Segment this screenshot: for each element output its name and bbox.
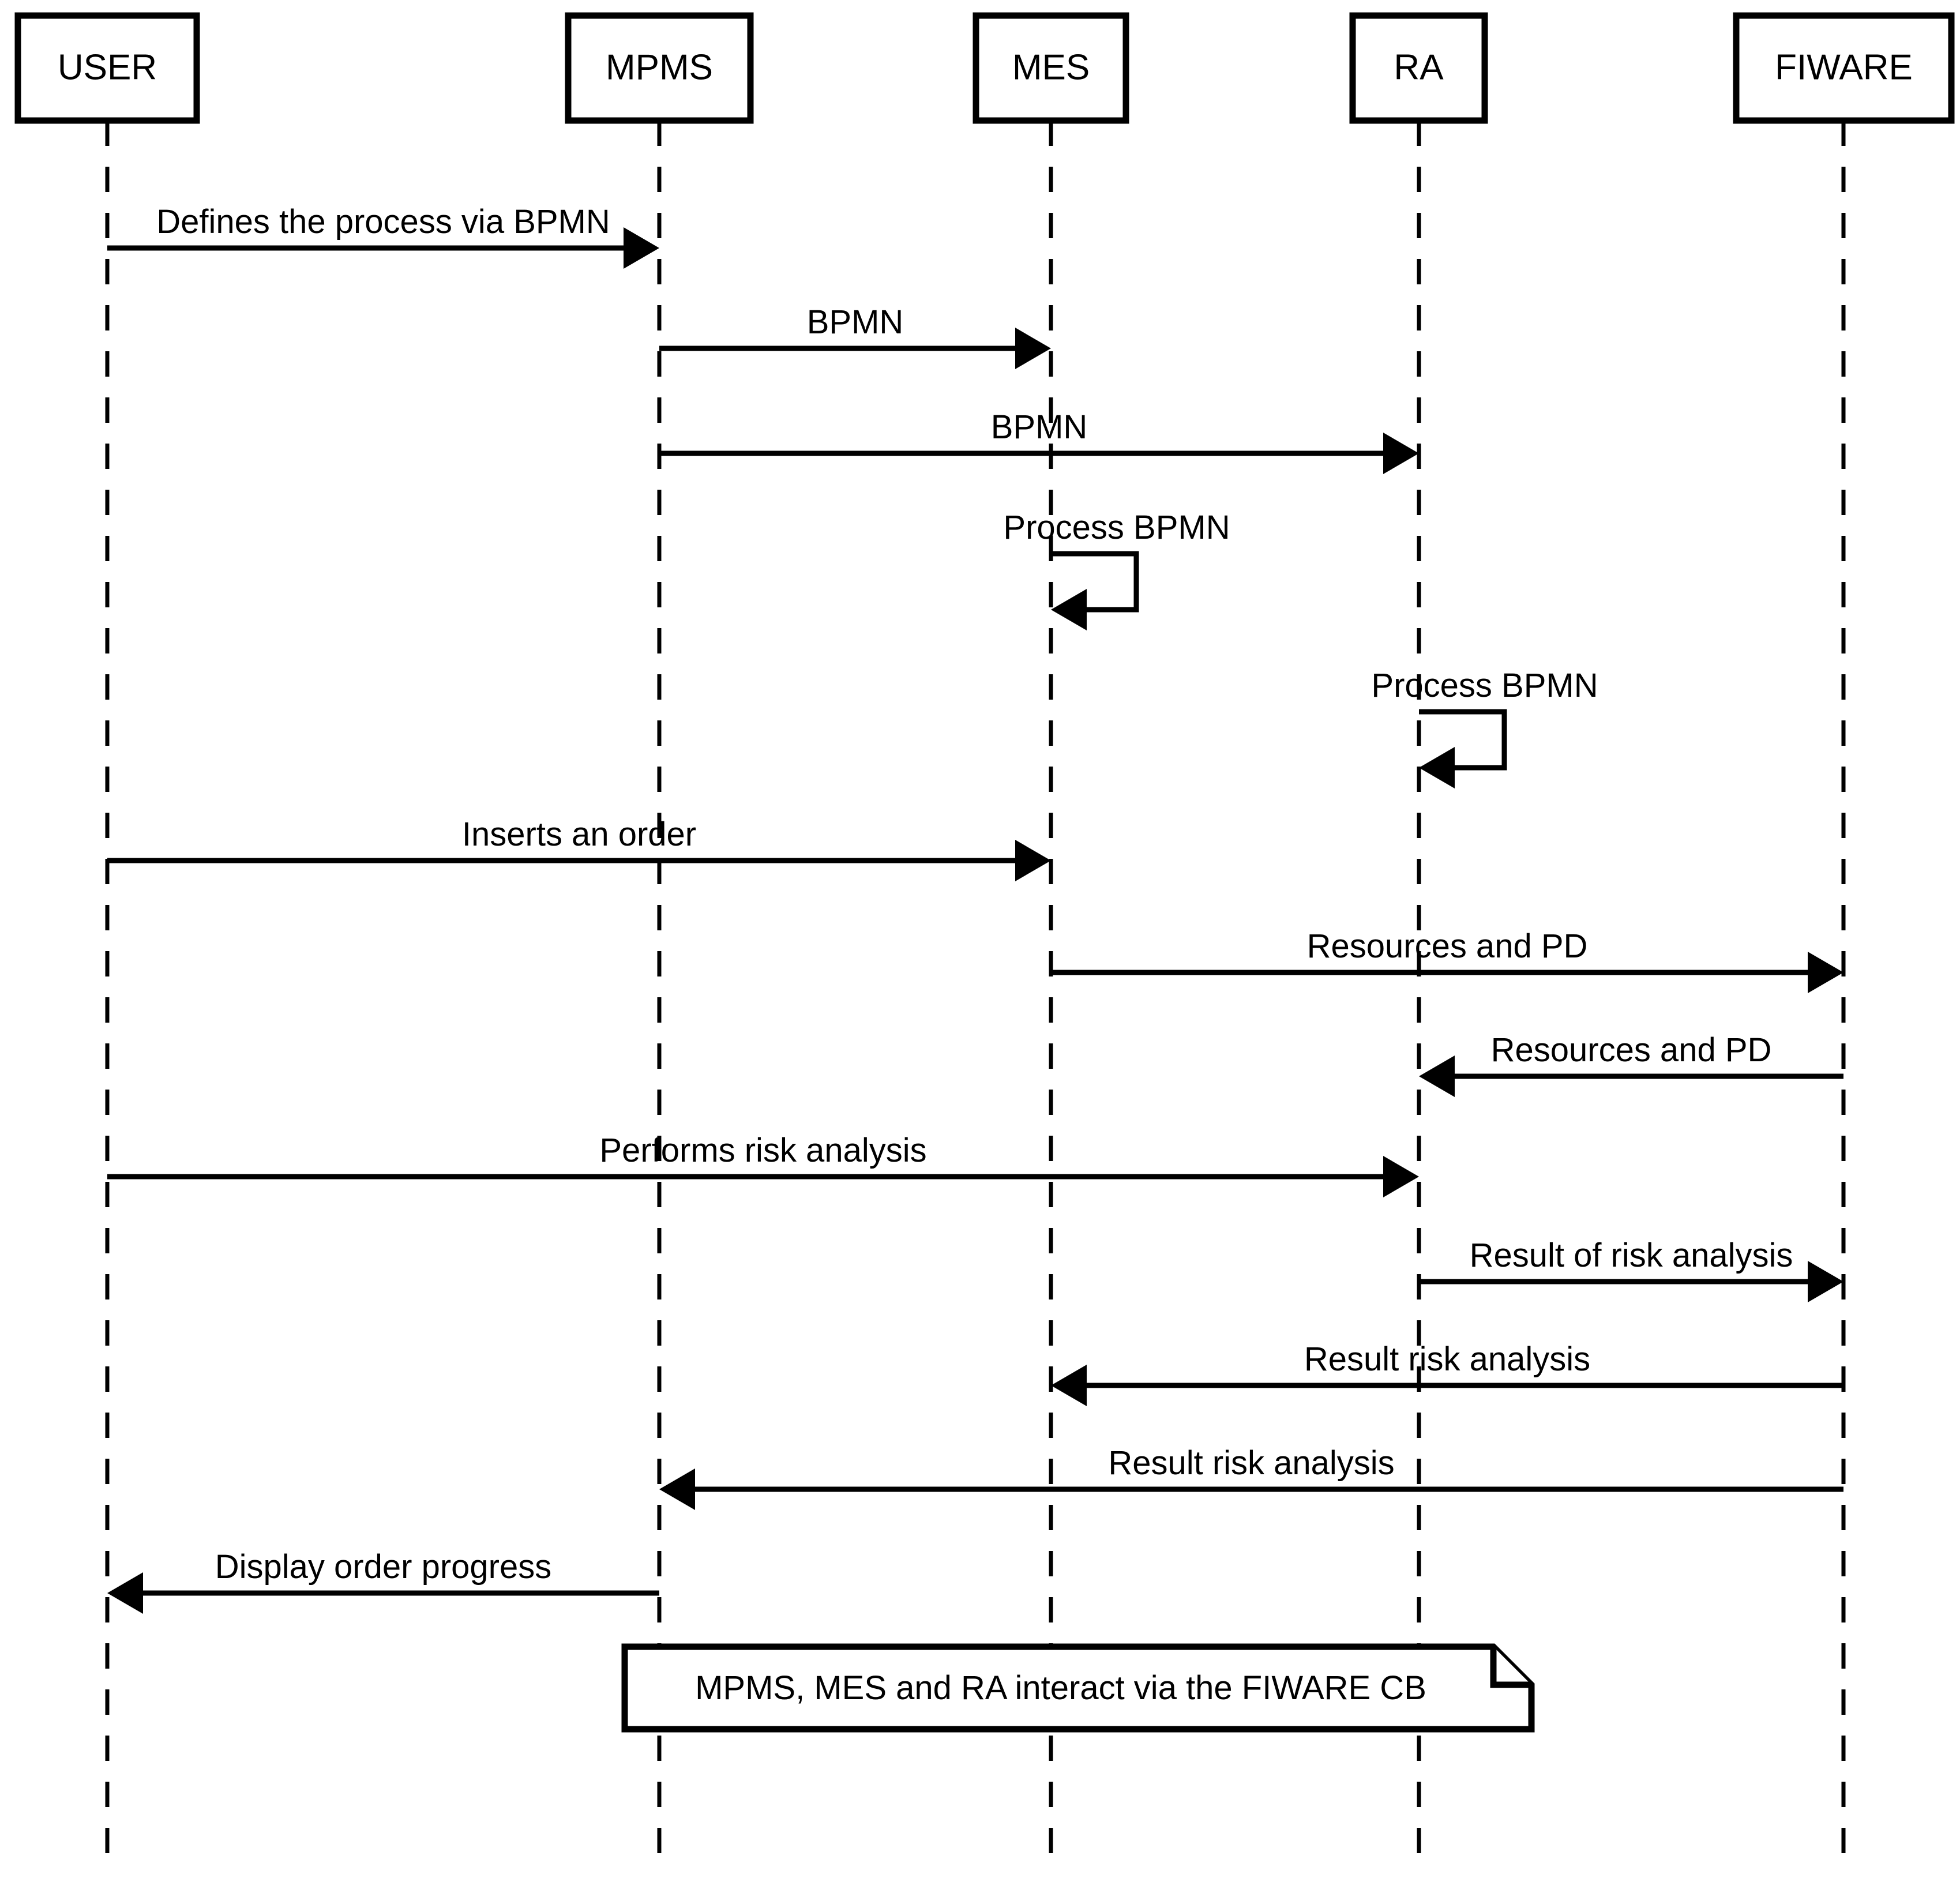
lifeline-label-ra: RA [1394, 47, 1444, 87]
messages-layer: Defines the process via BPMN BPMN BPMN Proc… [107, 203, 1843, 1614]
arrowhead-m6 [1015, 840, 1051, 881]
message-selfloop-m5 [1419, 709, 1507, 771]
arrowhead-m10 [1808, 1261, 1843, 1302]
note-body [621, 1643, 1535, 1733]
lifeline-label-mpms: MPMS [606, 47, 713, 87]
arrowhead-m11 [1051, 1365, 1087, 1406]
message-m1[interactable]: Defines the process via BPMN [107, 203, 659, 269]
lifeline-fiware: FIWARE [1733, 12, 1955, 1858]
lifeline-box-mpms[interactable] [565, 12, 754, 124]
lifeline-box-fiware[interactable] [1733, 12, 1955, 124]
message-label-m8: Resources and PD [1491, 1031, 1772, 1069]
message-label-m9: Performs risk analysis [599, 1132, 926, 1169]
message-label-m7: Resources and PD [1307, 927, 1588, 965]
lifeline-label-user: USER [58, 47, 157, 87]
lifeline-user: USER [14, 12, 200, 1858]
lifeline-box-mes[interactable] [973, 12, 1129, 124]
arrowhead-m2 [1015, 328, 1051, 369]
message-m10[interactable]: Result of risk analysis [1419, 1237, 1843, 1302]
arrowhead-m13 [107, 1572, 143, 1614]
message-m7[interactable]: Resources and PD [1051, 927, 1843, 993]
notes-layer: MPMS, MES and RA interact via the FIWARE… [621, 1643, 1535, 1733]
lifeline-box-user[interactable] [14, 12, 200, 124]
message-selfloop-m4 [1051, 551, 1139, 613]
lifeline-ra: RA [1349, 12, 1488, 1858]
message-label-m5: Process BPMN [1371, 667, 1598, 704]
message-m13[interactable]: Display order progress [107, 1548, 659, 1614]
message-m6[interactable]: Inserts an order [107, 816, 1051, 881]
arrowhead-m5 [1419, 747, 1455, 788]
arrowhead-m3 [1383, 433, 1419, 474]
message-label-m13: Display order progress [215, 1548, 551, 1586]
message-label-m10: Result of risk analysis [1470, 1237, 1793, 1274]
note-fold-corner-icon [1490, 1647, 1531, 1688]
lifeline-label-mes: MES [1012, 47, 1090, 87]
lifeline-mpms: MPMS [565, 12, 754, 1858]
message-m12[interactable]: Result risk analysis [659, 1444, 1843, 1510]
note-note1[interactable]: MPMS, MES and RA interact via the FIWARE… [621, 1643, 1535, 1733]
message-label-m2: BPMN [807, 303, 904, 341]
arrowhead-m9 [1383, 1156, 1419, 1197]
arrowhead-m1 [624, 227, 659, 269]
message-m3[interactable]: BPMN [659, 408, 1419, 474]
message-label-m3: BPMN [991, 408, 1088, 446]
arrowhead-m12 [659, 1468, 695, 1510]
message-label-m4: Process BPMN [1003, 509, 1230, 546]
message-m5[interactable]: Process BPMN [1371, 667, 1598, 788]
lifeline-mes: MES [973, 12, 1129, 1858]
message-label-m1: Defines the process via BPMN [156, 203, 610, 241]
message-m9[interactable]: Performs risk analysis [107, 1132, 1419, 1197]
lifelines-layer: USER MPMS MES RA FIWARE [14, 12, 1955, 1858]
message-label-m12: Result risk analysis [1108, 1444, 1394, 1482]
arrowhead-m8 [1419, 1056, 1455, 1097]
lifeline-box-ra[interactable] [1349, 12, 1488, 124]
message-m11[interactable]: Result risk analysis [1051, 1340, 1843, 1406]
arrowhead-m4 [1051, 589, 1087, 630]
message-m8[interactable]: Resources and PD [1419, 1031, 1843, 1097]
arrowhead-m7 [1808, 952, 1843, 993]
note-label: MPMS, MES and RA interact via the FIWARE… [695, 1669, 1426, 1707]
message-label-m11: Result risk analysis [1304, 1340, 1590, 1378]
message-m4[interactable]: Process BPMN [1003, 509, 1230, 630]
message-m2[interactable]: BPMN [659, 303, 1051, 369]
message-label-m6: Inserts an order [462, 816, 696, 853]
lifeline-label-fiware: FIWARE [1775, 47, 1913, 87]
